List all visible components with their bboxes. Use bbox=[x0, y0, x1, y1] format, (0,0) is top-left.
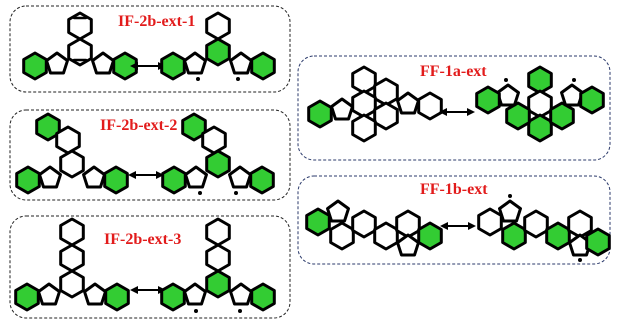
panel-label: IF-2b-ext-1 bbox=[118, 13, 195, 30]
panel-label: IF-2b-ext-3 bbox=[104, 231, 181, 248]
panel-label: IF-2b-ext-2 bbox=[100, 117, 177, 134]
molecule-right bbox=[160, 11, 276, 81]
panel-ff-1b-ext: FF-1b-ext bbox=[297, 175, 611, 265]
molecule-right bbox=[161, 112, 275, 195]
panel-label: FF-1a-ext bbox=[420, 63, 487, 80]
panel-if-2b-ext-1: IF-2b-ext-1 bbox=[9, 5, 291, 93]
panel-if-2b-ext-2: IF-2b-ext-2 bbox=[9, 109, 291, 201]
molecule-right bbox=[477, 194, 611, 262]
panel-ff-1a-ext: FF-1a-ext bbox=[297, 55, 611, 161]
panel-label: FF-1b-ext bbox=[420, 181, 488, 198]
molecule-right bbox=[475, 65, 605, 143]
resonance-arrow bbox=[439, 108, 475, 116]
resonance-arrow bbox=[128, 171, 164, 179]
molecule-left bbox=[22, 11, 138, 81]
panel-if-2b-ext-3: IF-2b-ext-3 bbox=[9, 215, 291, 319]
molecule-right bbox=[160, 217, 276, 313]
resonance-arrow bbox=[440, 222, 476, 230]
